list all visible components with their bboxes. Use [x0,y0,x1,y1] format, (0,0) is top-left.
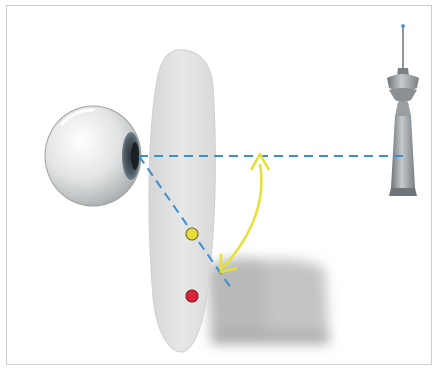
illustration-frame [6,5,432,365]
book-left-page [207,258,269,340]
tower-pod-top [387,74,419,91]
tower-shaft [391,116,415,188]
tower-neck [395,102,411,116]
book-right-page [265,259,329,342]
near-reading-point [185,289,199,303]
eye-highlight [60,108,95,126]
book-base [211,332,329,344]
arrow-head-top [249,152,271,171]
pupil [131,142,139,170]
tower-antenna-tip [401,24,405,28]
progressive-lens-diagram [44,24,419,353]
near-sight-line [138,155,232,289]
arrow-head-bottom [219,254,238,274]
eye [44,105,142,207]
gaze-shift-arrow [219,152,271,274]
arrow-curve [222,163,263,269]
distant-tower [387,24,419,196]
tower-pod-bottom [389,88,417,102]
far-near-transition-point [185,227,199,241]
tower-base [389,188,417,196]
progressive-lens [148,49,216,353]
tower-upper-shaft [397,68,409,76]
open-book [207,258,329,344]
